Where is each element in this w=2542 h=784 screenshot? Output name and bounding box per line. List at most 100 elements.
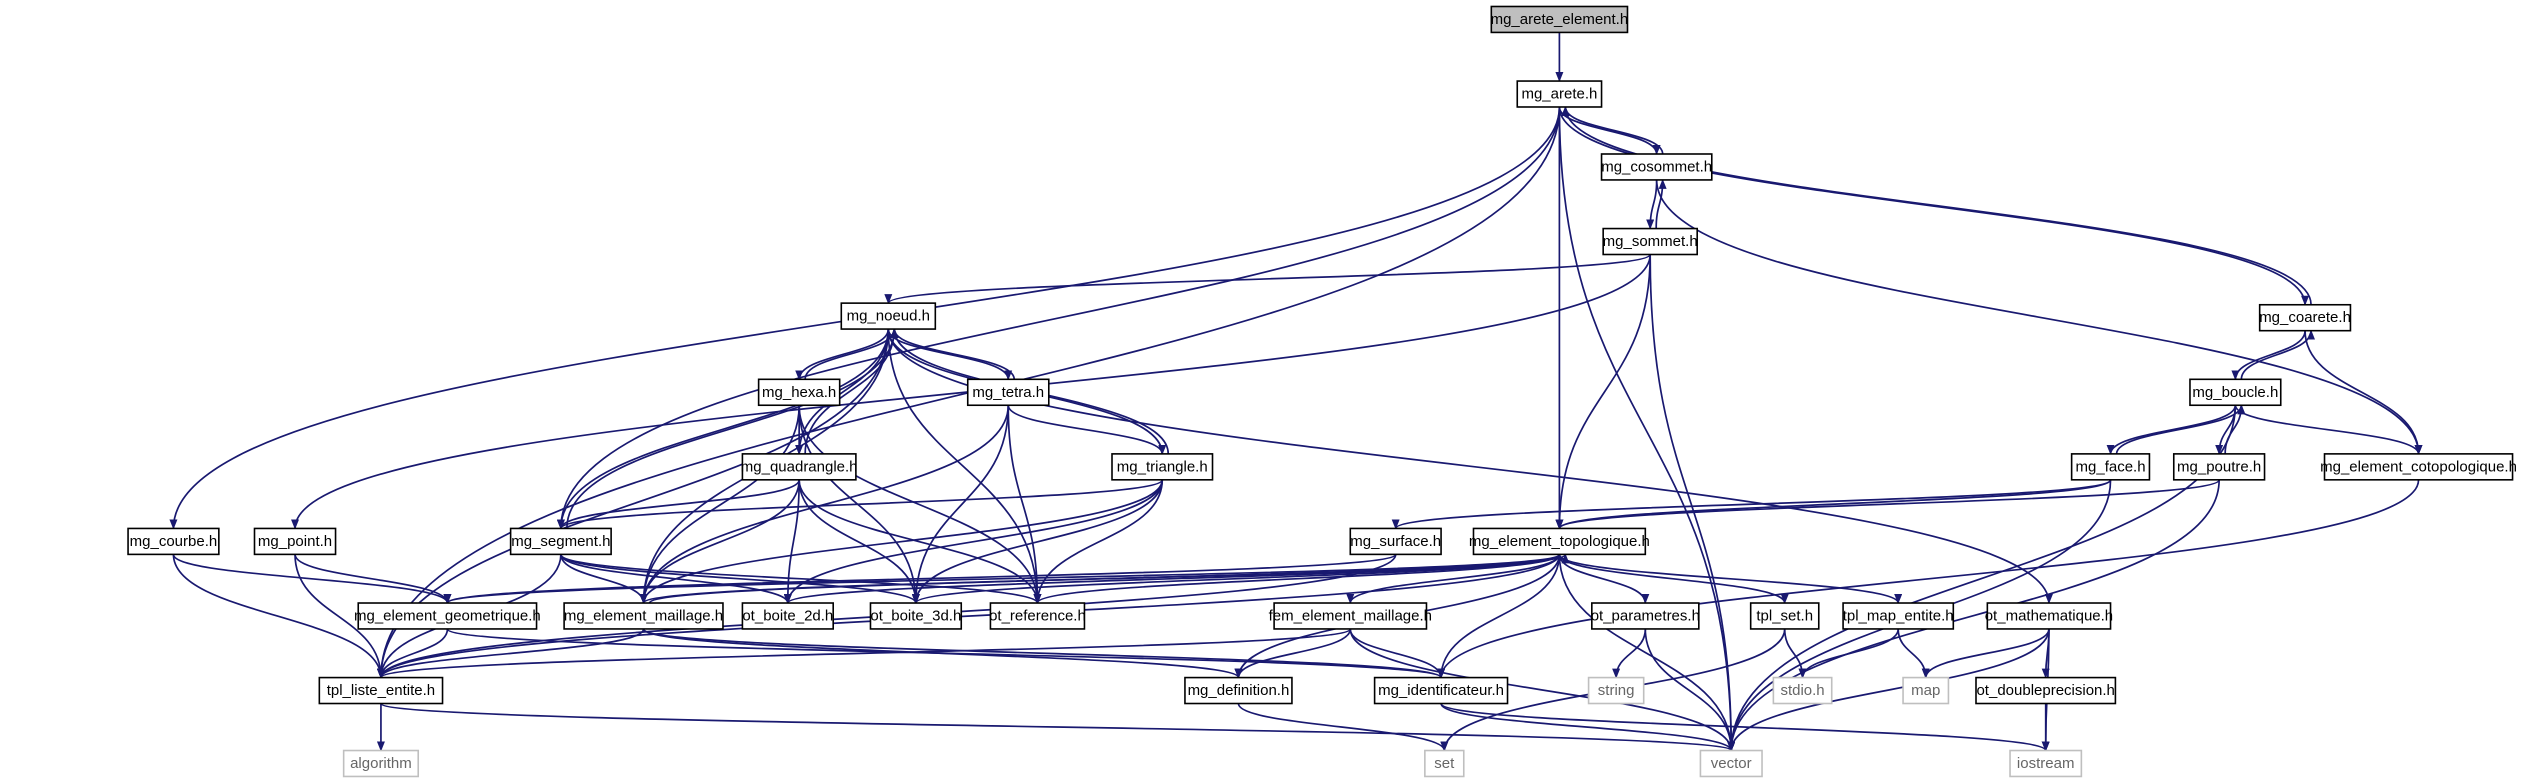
- node-label: mg_element_topologique.h: [1469, 533, 1650, 550]
- node-mg-identificateur-h[interactable]: mg_identificateur.h: [1373, 676, 1509, 705]
- edge-mg-element-topologique-h-to-tpl-liste-entite-h: [377, 554, 1561, 679]
- edge-mg-segment-h-to-mg-noeud-h: [566, 328, 899, 529]
- node-label: mg_definition.h: [1188, 682, 1290, 699]
- node-label: mg_quadrangle.h: [741, 458, 858, 475]
- node-mg-element-maillage-h[interactable]: mg_element_maillage.h: [563, 602, 724, 630]
- node-label: mg_hexa.h: [762, 384, 836, 401]
- node-label: mg_noeud.h: [847, 308, 930, 325]
- node-label: mg_arete_element.h: [1491, 11, 1629, 28]
- edge-mg-segment-h-to-ot-reference-h: [560, 553, 1042, 605]
- edge-fem-element-maillage-h-to-tpl-liste-entite-h: [377, 628, 1352, 679]
- node-box: [1600, 153, 1713, 181]
- node-box: [1902, 676, 1950, 705]
- node-box: [741, 602, 834, 630]
- edge-ot-parametres-h-to-vector: [1644, 628, 1736, 752]
- node-fem-element-maillage-h[interactable]: fem_element_maillage.h: [1269, 602, 1432, 630]
- edge-mg-courbe-h-to-tpl-liste-entite-h: [172, 554, 385, 679]
- node-ot-doubleprecision-h[interactable]: ot_doubleprecision.h: [1975, 676, 2117, 705]
- node-ot-boite-3d-h[interactable]: ot_boite_3d.h: [869, 602, 963, 630]
- node-box: [2070, 453, 2151, 481]
- node-tpl-map-entite-h[interactable]: tpl_map_entite.h: [1842, 602, 1955, 630]
- node-mg-element-geometrique-h[interactable]: mg_element_geometrique.h: [354, 602, 541, 630]
- node-label: mg_courbe.h: [130, 533, 218, 550]
- edge-mg-courbe-h-to-mg-element-geometrique-h: [172, 553, 452, 605]
- node-mg-point-h[interactable]: mg_point.h: [253, 527, 337, 556]
- node-mg-poutre-h[interactable]: mg_poutre.h: [2172, 453, 2266, 481]
- node-mg-element-topologique-h[interactable]: mg_element_topologique.h: [1469, 527, 1650, 556]
- node-label: mg_point.h: [258, 533, 332, 550]
- edge-mg-element-geometrique-h-to-mg-identificateur-h: [446, 628, 1445, 679]
- edge-mg-boucle-h-to-mg-coarete-h: [2240, 329, 2316, 380]
- node-mg-arete-h[interactable]: mg_arete.h: [1516, 80, 1603, 108]
- node-box: [1602, 227, 1698, 256]
- edge-mg-element-maillage-h-to-tpl-liste-entite-h: [377, 628, 645, 679]
- node-ot-mathematique-h[interactable]: ot_mathematique.h: [1985, 602, 2113, 630]
- node-mg-sommet-h[interactable]: mg_sommet.h: [1602, 227, 1698, 256]
- node-box: [1772, 676, 1833, 705]
- node-label: mg_boucle.h: [2192, 384, 2278, 401]
- node-tpl-liste-entite-h[interactable]: tpl_liste_entite.h: [318, 676, 444, 705]
- node-box: [989, 602, 1086, 630]
- node-label: algorithm: [350, 755, 412, 772]
- node-mg-cosommet-h[interactable]: mg_cosommet.h: [1600, 153, 1713, 181]
- node-box: [1273, 602, 1428, 630]
- node-mg-boucle-h[interactable]: mg_boucle.h: [2189, 378, 2282, 407]
- node-mg-coarete-h[interactable]: mg_coarete.h: [2258, 303, 2352, 332]
- edge-mg-sommet-h-to-mg-noeud-h: [884, 253, 1652, 305]
- node-label: mg_identificateur.h: [1378, 682, 1504, 699]
- edge-mg-element-topologique-h-to-fem-element-maillage-h: [1346, 554, 1561, 605]
- node-label: mg_surface.h: [1350, 533, 1441, 550]
- node-box: [1591, 602, 1700, 630]
- edge-fem-element-maillage-h-to-mg-identificateur-h: [1349, 628, 1446, 679]
- node-algorithm: algorithm: [342, 749, 420, 778]
- node-mg-courbe-h[interactable]: mg_courbe.h: [127, 527, 220, 556]
- node-box: [127, 527, 220, 556]
- node-box: [1472, 527, 1647, 556]
- nodes-layer: mg_arete_element.h mg_arete.h mg_cosommet.…: [127, 5, 2517, 778]
- edge-mg-coarete-h-to-mg-boucle-h: [2231, 330, 2306, 381]
- edge-mg-sommet-h-to-mg-cosommet-h: [1655, 178, 1667, 229]
- edge-mg-noeud-h-to-mg-hexa-h: [795, 328, 890, 381]
- edge-mg-segment-h-to-ot-boite-2d-h: [560, 554, 792, 605]
- node-box: [1749, 602, 1820, 630]
- node-box: [1490, 5, 1629, 34]
- node-mg-element-cotopologique-h[interactable]: mg_element_cotopologique.h: [2320, 453, 2517, 481]
- edge-mg-element-topologique-h-to-ot-reference-h: [1033, 553, 1561, 605]
- node-mg-surface-h[interactable]: mg_surface.h: [1349, 527, 1442, 556]
- edge-mg-tetra-h-to-ot-reference-h: [1007, 405, 1042, 605]
- edge-mg-element-topologique-h-to-mg-element-geometrique-h: [443, 553, 1561, 605]
- node-label: tpl_set.h: [1756, 607, 1813, 624]
- node-mg-face-h[interactable]: mg_face.h: [2070, 453, 2151, 481]
- edge-mg-face-h-to-mg-boucle-h: [2115, 404, 2246, 455]
- node-mg-arete-element-h[interactable]: mg_arete_element.h: [1490, 5, 1629, 34]
- node-box: [1111, 453, 1214, 481]
- edge-mg-quadrangle-h-to-mg-segment-h: [556, 479, 801, 530]
- node-label: ot_boite_3d.h: [870, 607, 961, 624]
- node-box: [253, 527, 337, 556]
- node-label: mg_tetra.h: [972, 384, 1044, 401]
- node-label: mg_triangle.h: [1117, 458, 1208, 475]
- node-label: ot_parametres.h: [1591, 607, 1700, 624]
- node-ot-boite-2d-h[interactable]: ot_boite_2d.h: [741, 602, 834, 630]
- node-ot-reference-h[interactable]: ot_reference.h: [989, 602, 1086, 630]
- node-tpl-set-h[interactable]: tpl_set.h: [1749, 602, 1820, 630]
- node-mg-quadrangle-h[interactable]: mg_quadrangle.h: [741, 453, 858, 481]
- node-iostream: iostream: [2009, 749, 2083, 778]
- node-ot-parametres-h[interactable]: ot_parametres.h: [1591, 602, 1700, 630]
- node-label: mg_sommet.h: [1603, 233, 1698, 250]
- edge-mg-arete-h-to-mg-segment-h: [556, 106, 1561, 530]
- edge-fem-element-maillage-h-to-vector: [1349, 628, 1736, 752]
- edge-mg-segment-h-to-ot-boite-3d-h: [560, 553, 920, 605]
- edge-mg-element-topologique-h-to-tpl-map-entite-h: [1558, 553, 1903, 605]
- edge-mg-quadrangle-h-to-ot-boite-2d-h: [783, 479, 801, 605]
- node-mg-tetra-h[interactable]: mg_tetra.h: [966, 378, 1050, 407]
- node-mg-segment-h[interactable]: mg_segment.h: [509, 527, 612, 556]
- node-mg-hexa-h[interactable]: mg_hexa.h: [757, 378, 841, 407]
- node-box: [2258, 303, 2352, 332]
- node-mg-triangle-h[interactable]: mg_triangle.h: [1111, 453, 1214, 481]
- node-mg-definition-h[interactable]: mg_definition.h: [1184, 676, 1293, 705]
- node-box: [966, 378, 1050, 407]
- node-label: ot_boite_2d.h: [742, 607, 833, 624]
- node-mg-noeud-h[interactable]: mg_noeud.h: [840, 302, 937, 330]
- node-box: [318, 676, 444, 705]
